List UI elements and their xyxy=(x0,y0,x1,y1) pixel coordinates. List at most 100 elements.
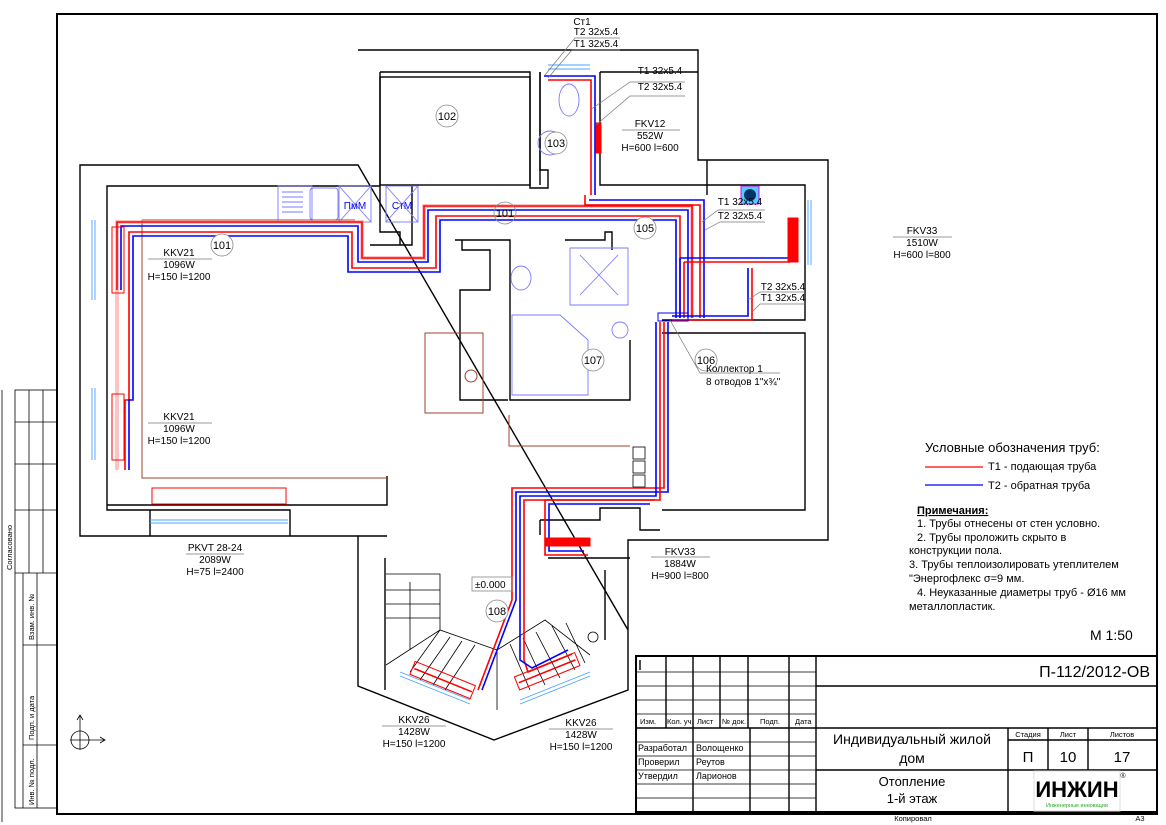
riser-label: Ст1 xyxy=(573,17,591,28)
radiator-fkv12 xyxy=(595,122,602,154)
title-block: Изм. Кол. уч. Лист № док. Подп. Дата Раз… xyxy=(635,655,1158,823)
header-cell: Кол. уч. xyxy=(667,717,694,726)
project-title: Индивидуальный жилой xyxy=(833,731,991,747)
legend-title: Условные обозначения труб: xyxy=(925,440,1100,455)
svg-text:KKV26: KKV26 xyxy=(398,715,430,726)
note-line: 2. Трубы проложить скрыто в xyxy=(917,532,1066,544)
agreed-label: Согласовано xyxy=(5,525,14,570)
note-line: 4. Неуказанные диаметры труб - Ø16 мм xyxy=(917,587,1126,599)
note-line: 1. Трубы отнесены от стен условно. xyxy=(917,518,1100,530)
washer-label: СтМ xyxy=(392,201,412,212)
legend-item: Т1 - подающая труба xyxy=(988,461,1097,473)
person-name: Ларионов xyxy=(696,771,737,781)
copied-label: Копировал xyxy=(894,814,932,823)
axis-marker-icon xyxy=(70,714,106,750)
scale-label: М 1:50 xyxy=(1090,627,1133,643)
pipe-label: Т1 32х5.4 xyxy=(574,39,619,50)
notes-title: Примечания: xyxy=(917,505,988,517)
svg-text:FKV33: FKV33 xyxy=(665,547,696,558)
radiators xyxy=(111,122,799,700)
svg-text:Инженерные инновации: Инженерные инновации xyxy=(1046,803,1108,809)
sign-date-label: Подп. и дата xyxy=(27,695,36,740)
note-line: металлопластик. xyxy=(909,601,995,613)
header-cell: Подп. xyxy=(760,717,780,726)
inv-orig-label: Инв. № подл. xyxy=(27,758,36,805)
building-walls xyxy=(79,49,829,741)
header-cell: Изм. xyxy=(640,717,656,726)
room-number: 108 xyxy=(488,606,506,618)
project-title: дом xyxy=(899,750,925,766)
room-markers: 101 101 102 103 105 106 107 108 xyxy=(210,104,718,623)
stage-value: П xyxy=(1023,749,1034,766)
company-logo: ИНЖИН Инженерные инновации ® xyxy=(1033,770,1126,812)
role-label: Разработал xyxy=(638,743,687,753)
room-number: 107 xyxy=(584,355,602,367)
sheet-frame xyxy=(56,13,1158,815)
svg-text:1428W: 1428W xyxy=(398,727,430,738)
svg-text:H=150 l=1200: H=150 l=1200 xyxy=(148,272,211,283)
svg-text:1510W: 1510W xyxy=(906,238,938,249)
svg-text:KKV26: KKV26 xyxy=(565,718,597,729)
svg-text:H=150 l=1200: H=150 l=1200 xyxy=(148,436,211,447)
svg-text:KKV21: KKV21 xyxy=(163,248,195,259)
person-name: Волощенко xyxy=(696,743,744,753)
room-number: 101 xyxy=(213,240,231,252)
svg-text:1884W: 1884W xyxy=(664,559,696,570)
pipe-label: Т2 32х5.4 xyxy=(574,27,619,38)
radiator-pkvt xyxy=(151,487,287,505)
svg-text:1428W: 1428W xyxy=(565,730,597,741)
role-label: Проверил xyxy=(638,757,679,767)
radiator-kkv26-2 xyxy=(513,651,581,691)
pipe-labels: Ст1 Т2 32х5.4 Т1 32х5.4 Т1 32х5.4 Т2 32х… xyxy=(471,17,806,592)
level-mark: ±0.000 xyxy=(475,580,506,591)
room-number: 101 xyxy=(496,208,514,220)
room-number: 105 xyxy=(636,223,654,235)
legend-item: Т2 - обратная труба xyxy=(988,480,1091,492)
header-cell: № док. xyxy=(722,717,746,726)
room-number: 103 xyxy=(547,138,565,150)
radiator-fkv33-105 xyxy=(787,217,799,263)
sheet-title: Отопление xyxy=(879,774,946,789)
header-cell: Дата xyxy=(795,717,812,726)
pipe-legend: Условные обозначения труб: Т1 - подающая… xyxy=(925,440,1100,492)
svg-text:H=600 l=800: H=600 l=800 xyxy=(893,250,951,261)
sheets-label: Листов xyxy=(1110,730,1134,739)
pipe-label: Т1 32х5.4 xyxy=(761,293,806,304)
svg-text:PKVT 28-24: PKVT 28-24 xyxy=(188,543,243,554)
radiator-kkv21-2 xyxy=(111,393,125,461)
sheet-title: 1-й этаж xyxy=(887,791,938,806)
radiator-kkv21-1 xyxy=(111,226,125,294)
radiator-kkv26-1 xyxy=(409,660,477,700)
svg-text:KKV21: KKV21 xyxy=(163,412,195,423)
pipe-label: Т2 32х5.4 xyxy=(718,211,763,222)
role-label: Утвердил xyxy=(638,771,678,781)
pipe-label: Т1 32х5.4 xyxy=(718,197,763,208)
collector-name: Коллектор 1 xyxy=(706,364,763,375)
svg-text:FKV12: FKV12 xyxy=(635,119,666,130)
notes: Примечания: 1. Трубы отнесены от стен ус… xyxy=(909,505,1133,643)
format-label: А3 xyxy=(1135,814,1144,823)
svg-text:®: ® xyxy=(1120,772,1126,780)
svg-text:H=150 l=1200: H=150 l=1200 xyxy=(383,739,446,750)
room-number: 102 xyxy=(438,111,456,123)
person-name: Реутов xyxy=(696,757,725,767)
sheets-value: 17 xyxy=(1114,749,1131,766)
stage-label: Стадия xyxy=(1015,730,1041,739)
document-code: П-112/2012-ОВ xyxy=(1039,664,1150,681)
pipe-label: Т2 32х5.4 xyxy=(638,82,683,93)
collector-desc: 8 отводов 1"х¾" xyxy=(706,377,781,388)
pipe-label: Т2 32х5.4 xyxy=(761,282,806,293)
sheet-value: 10 xyxy=(1060,749,1077,766)
svg-text:FKV33: FKV33 xyxy=(907,226,938,237)
heating-pipes xyxy=(115,75,792,691)
note-line: 3. Трубы теплоизолировать утеплителем xyxy=(909,559,1119,571)
note-line: "Энергофлекс σ=9 мм. xyxy=(909,573,1024,585)
svg-text:ИНЖИН: ИНЖИН xyxy=(1035,777,1118,802)
replace-inv-label: Взам. инв. № xyxy=(27,594,36,640)
